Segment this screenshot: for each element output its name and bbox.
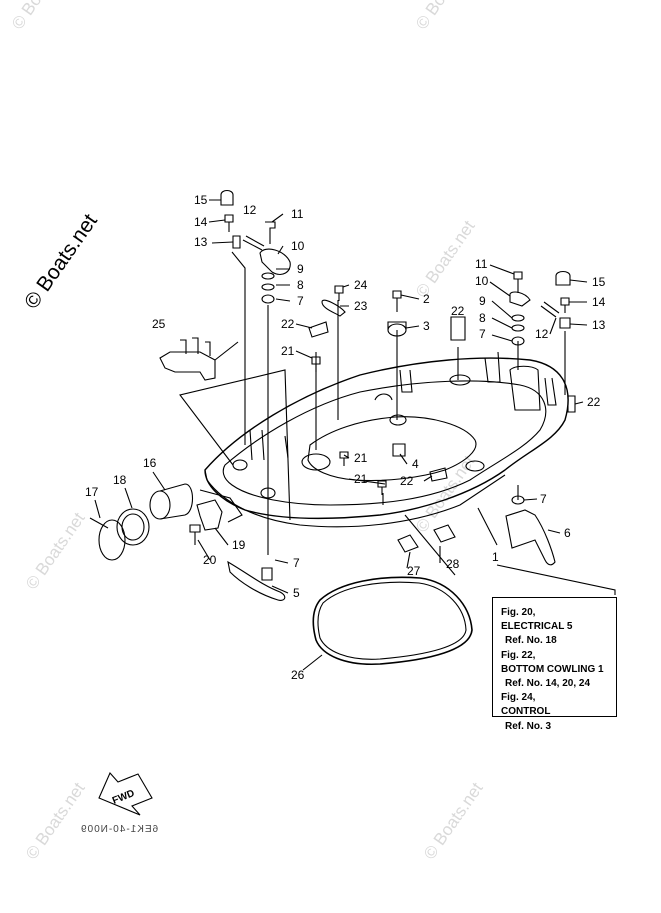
callout-label: 26 [291, 668, 305, 682]
ref-line: ELECTRICAL 5 [501, 621, 573, 633]
callout-label: 21 [281, 344, 295, 358]
reference-box: Fig. 20, ELECTRICAL 5 Ref. No. 18 Fig. 2… [492, 597, 617, 732]
callout-label: 17 [85, 485, 99, 499]
callout-label: 7 [293, 556, 300, 570]
bottom-cowling [204, 351, 569, 528]
callout-label: 6 [564, 526, 571, 540]
callout-label: 8 [297, 278, 304, 292]
seal-26 [312, 576, 473, 665]
callout-label: 14 [194, 215, 208, 229]
callout-label: 13 [194, 235, 208, 249]
callout-label: 27 [407, 564, 421, 578]
ref-line: Fig. 24, [501, 692, 536, 704]
callout-label: 25 [152, 317, 166, 331]
callout-label: 4 [412, 457, 419, 471]
callout-leaders [94, 199, 588, 671]
callout-label: 7 [479, 327, 486, 341]
callout-label: 7 [297, 294, 304, 308]
callout-label: 8 [479, 311, 486, 325]
hardware-left [220, 189, 448, 495]
leader-lines [179, 251, 616, 595]
callout-label: 18 [113, 473, 127, 487]
callout-label: 14 [592, 295, 606, 309]
ref-line: Fig. 20, [501, 607, 536, 618]
diagram-code: 6EK1-40-N009 [80, 824, 159, 835]
callout-label: 9 [297, 262, 304, 276]
callout-label: 23 [354, 299, 368, 313]
ref-line: Ref. No. 18 [505, 635, 557, 647]
callout-label: 3 [423, 319, 430, 333]
callout-label: 5 [293, 586, 300, 600]
callout-label: 21 [354, 472, 368, 486]
bracket-25 [159, 337, 239, 381]
ref-line: BOTTOM COWLING 1 [501, 663, 604, 675]
parts-16-20 [89, 483, 243, 561]
ref-line: Ref. No. 3 [505, 720, 552, 732]
ref-line: CONTROL [501, 706, 551, 718]
callout-label: 22 [587, 395, 601, 409]
callout-label: 11 [291, 207, 304, 221]
callout-label: 19 [232, 538, 246, 552]
callout-label: 10 [475, 274, 489, 288]
callout-label: 1 [492, 550, 499, 564]
callout-label: 22 [400, 474, 414, 488]
callout-label: 24 [354, 278, 368, 292]
callout-label: 13 [592, 318, 606, 332]
callout-label: 21 [354, 451, 368, 465]
callout-label: 9 [479, 294, 486, 308]
handles [227, 509, 556, 601]
callout-label: 2 [423, 292, 430, 306]
callout-label: 7 [540, 492, 547, 506]
ref-line: Fig. 22, [501, 649, 536, 661]
callout-label: 11 [475, 257, 488, 271]
callout-label: 15 [194, 193, 208, 207]
ref-line: Ref. No. 14, 20, 24 [505, 678, 591, 690]
callout-label: 12 [243, 203, 257, 217]
hardware-right [450, 270, 576, 505]
callout-label: 28 [446, 557, 460, 571]
fwd-arrow [98, 771, 153, 816]
callout-label: 22 [281, 317, 295, 331]
callout-label: 22 [451, 304, 465, 318]
callout-label: 16 [143, 456, 157, 470]
decal-labels [397, 524, 456, 553]
callout-label: 12 [535, 327, 549, 341]
callout-label: 10 [291, 239, 305, 253]
callout-label: 15 [592, 275, 606, 289]
